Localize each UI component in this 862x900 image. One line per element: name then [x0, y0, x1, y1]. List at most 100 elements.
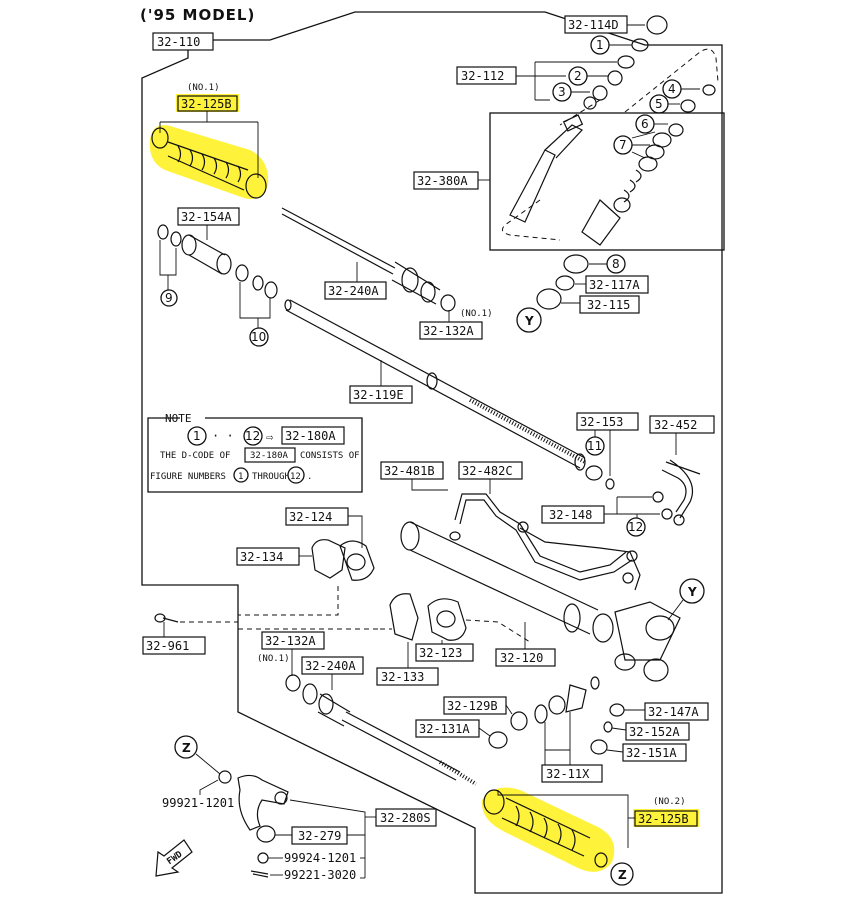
label-32-132A-top[interactable]: 32-132A — [419, 321, 483, 340]
label-32-240A-bottom[interactable]: 32-240A — [301, 656, 364, 675]
note-heading: NOTE — [165, 412, 192, 425]
note-line3-a: FIGURE NUMBERS — [150, 472, 226, 482]
note-line3-b: THROUGH — [252, 472, 290, 482]
label-32-125B-bottom[interactable]: 32-125B — [634, 810, 698, 827]
label-32-11X[interactable]: 32-11X — [541, 764, 603, 783]
pipe-32-452-part — [661, 459, 701, 519]
marker-6: 6 — [635, 114, 655, 134]
label-32-452[interactable]: 32-452 — [649, 415, 715, 434]
nut-99924-part — [257, 852, 269, 864]
label-32-133[interactable]: 32-133 — [376, 667, 439, 686]
marker-4: 4 — [662, 79, 682, 99]
label-32-120[interactable]: 32-120 — [495, 648, 556, 667]
label-32-152A-text: 32-152A — [629, 725, 680, 739]
marker-7: 7 — [613, 135, 633, 155]
label-32-152A[interactable]: 32-152A — [625, 722, 690, 741]
highlight-32-125B-bottom-label — [633, 809, 699, 827]
svg-text:Y: Y — [687, 585, 697, 599]
note-box: NOTE 1 · · · 12 ⇨ 32-180A THE D-CODE OF … — [147, 412, 363, 493]
label-32-481B[interactable]: 32-481B — [380, 461, 444, 480]
note-ref: 32-180A — [285, 429, 336, 443]
bracket-32-123-part — [389, 593, 467, 641]
label-32-154A-text: 32-154A — [181, 210, 232, 224]
highlight-boot-bottom — [481, 787, 615, 872]
label-32-125B-top[interactable]: 32-125B — [177, 95, 238, 112]
note-line3-n2: 12 — [290, 472, 301, 482]
boot-top-part — [151, 127, 267, 199]
pinion-cover-parts — [488, 676, 600, 749]
tag-no1-bottom: (NO.1) — [257, 654, 290, 664]
marker-z-left: Z — [174, 735, 198, 759]
label-32-125B-top-text: 32-125B — [181, 97, 232, 111]
label-32-240A-top-text: 32-240A — [328, 284, 379, 298]
label-32-151A[interactable]: 32-151A — [622, 743, 687, 762]
label-32-148[interactable]: 32-148 — [541, 505, 605, 524]
label-32-133-text: 32-133 — [381, 670, 424, 684]
label-32-482C[interactable]: 32-482C — [458, 461, 523, 480]
marker-11: 11 — [585, 436, 605, 456]
label-32-114D-text: 32-114D — [568, 18, 619, 32]
label-32-123[interactable]: 32-123 — [415, 643, 474, 662]
label-32-280S[interactable]: 32-280S — [375, 808, 437, 827]
label-32-240A-bottom-text: 32-240A — [305, 659, 356, 673]
bracket-32-134-part — [311, 539, 375, 581]
pinion-shaft-part — [509, 114, 642, 246]
label-32-452-text: 32-452 — [654, 418, 697, 432]
svg-text:3: 3 — [558, 85, 566, 99]
label-32-147A[interactable]: 32-147A — [644, 702, 709, 721]
label-32-961-text: 32-961 — [146, 639, 189, 653]
label-32-120-text: 32-120 — [500, 651, 543, 665]
label-32-154A[interactable]: 32-154A — [177, 207, 240, 226]
label-32-134[interactable]: 32-134 — [236, 547, 300, 566]
label-32-153[interactable]: 32-153 — [576, 412, 639, 431]
boot-bottom-part — [483, 789, 608, 868]
label-32-151A-text: 32-151A — [626, 746, 677, 760]
svg-text:2: 2 — [574, 69, 582, 83]
label-32-112[interactable]: 32-112 — [456, 66, 517, 85]
label-32-124[interactable]: 32-124 — [285, 507, 349, 526]
marker-8: 8 — [606, 254, 626, 274]
tag-no1-mid: (NO.1) — [460, 309, 493, 319]
label-32-129B[interactable]: 32-129B — [443, 696, 507, 715]
label-32-132A-bottom[interactable]: 32-132A — [261, 631, 325, 650]
svg-text:8: 8 — [612, 257, 620, 271]
label-32-280S-text: 32-280S — [380, 811, 431, 825]
marker-1: 1 — [590, 35, 610, 55]
rack-housing-32-120-part — [400, 521, 681, 682]
label-32-119E[interactable]: 32-119E — [349, 385, 413, 404]
label-32-117A[interactable]: 32-117A — [585, 275, 649, 294]
label-32-279[interactable]: 32-279 — [291, 826, 348, 845]
cotter-pin-99221-part — [250, 870, 269, 878]
label-32-279-text: 32-279 — [298, 829, 341, 843]
note-line3-n1: 1 — [238, 472, 243, 482]
nut-99921-part — [218, 770, 232, 784]
label-32-115[interactable]: 32-115 — [579, 295, 640, 314]
label-32-131A[interactable]: 32-131A — [415, 719, 480, 738]
page-title: ('95 MODEL) — [140, 6, 255, 24]
marker-y-top: Y — [516, 307, 542, 333]
marker-y-right: Y — [679, 578, 705, 604]
tube-32-154A-part — [157, 224, 278, 299]
label-32-153-text: 32-153 — [580, 415, 623, 429]
label-32-380A[interactable]: 32-380A — [413, 171, 479, 190]
seal-32-152A-part — [603, 721, 613, 733]
label-99921-1201[interactable]: 99921-1201 — [162, 796, 234, 810]
label-32-961[interactable]: 32-961 — [142, 636, 206, 655]
svg-text:4: 4 — [668, 82, 676, 96]
label-32-110[interactable]: 32-110 — [152, 32, 214, 51]
label-32-240A-top[interactable]: 32-240A — [324, 281, 387, 300]
seal-114D-part — [646, 15, 668, 35]
tie-rod-end-part — [237, 774, 289, 831]
note-line3-c: . — [307, 472, 312, 482]
bearing-32-115-part — [536, 288, 562, 310]
svg-text:1: 1 — [596, 38, 604, 52]
tag-no1-top: (NO.1) — [187, 83, 220, 93]
label-32-132A-bottom-text: 32-132A — [265, 634, 316, 648]
label-32-114D[interactable]: 32-114D — [564, 15, 628, 34]
label-99221-3020[interactable]: 99221-3020 — [284, 868, 356, 882]
note-from: 1 — [193, 429, 201, 443]
label-32-119E-text: 32-119E — [353, 388, 404, 402]
marker-2: 2 — [568, 66, 588, 86]
label-99924-1201[interactable]: 99924-1201 — [284, 851, 356, 865]
